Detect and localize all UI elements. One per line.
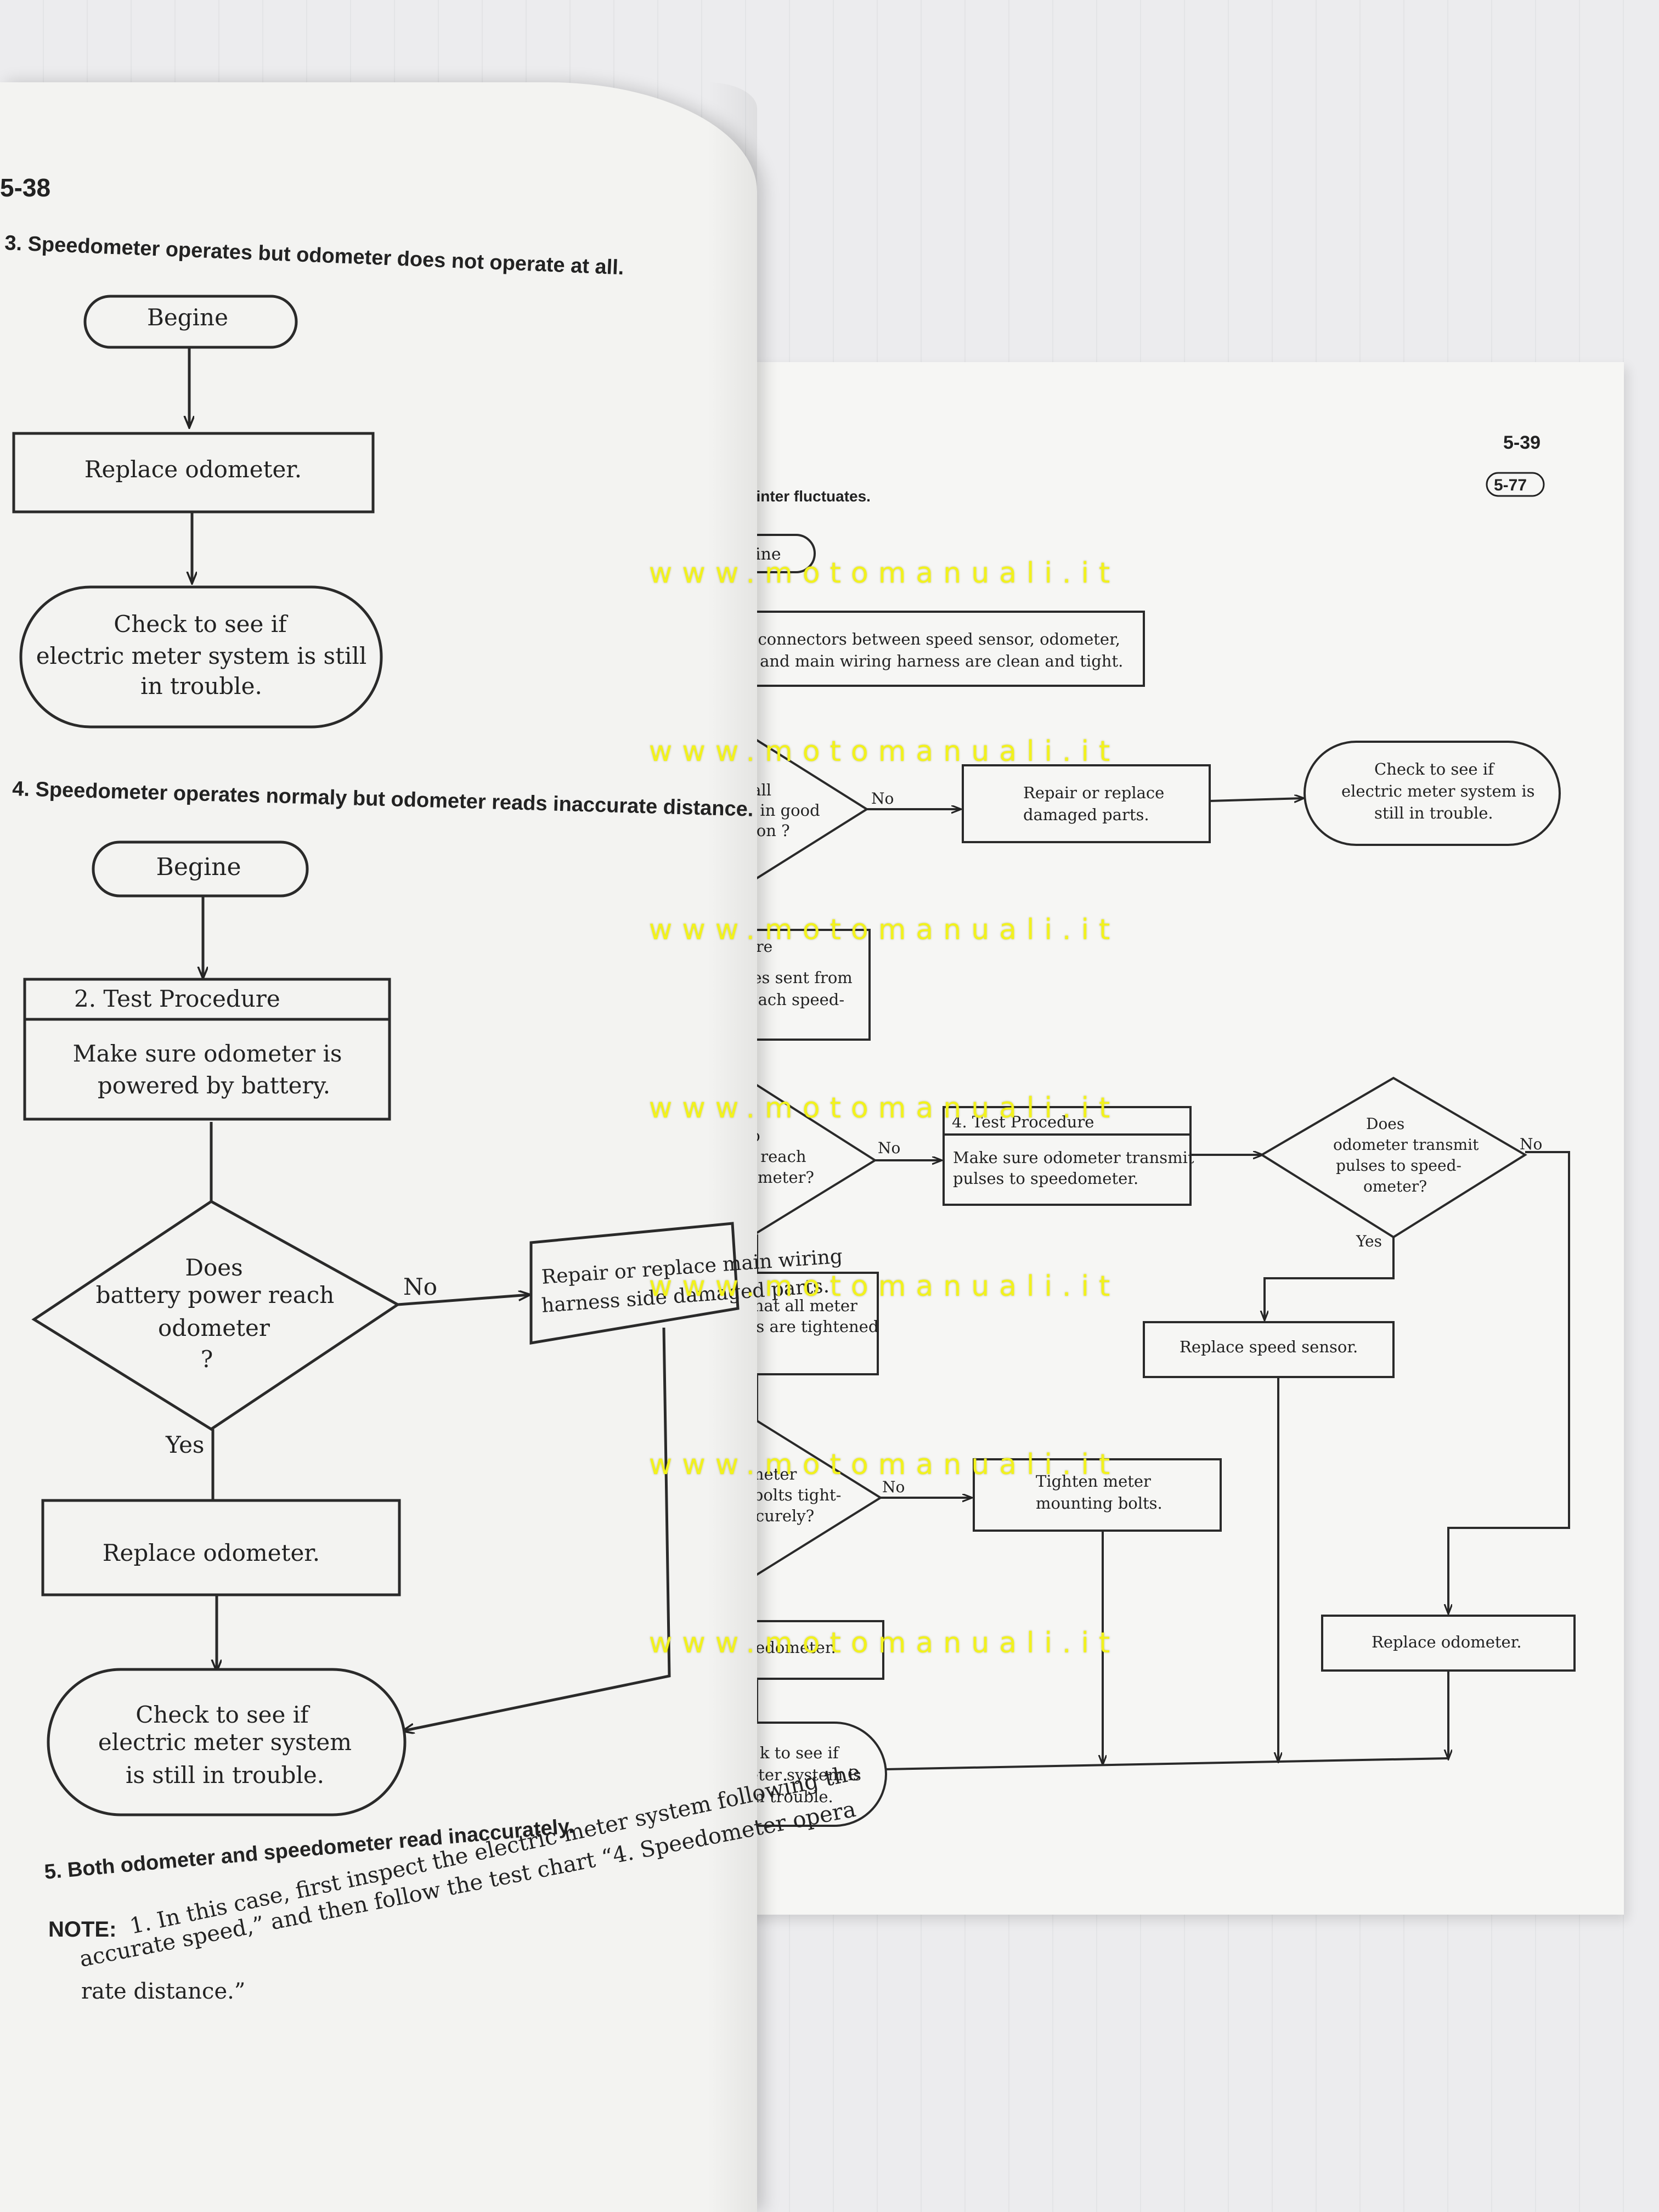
watermark-6: www.motomanuali.it bbox=[648, 1448, 1120, 1481]
s4-dec-line1: Does bbox=[185, 1254, 242, 1281]
s3-end-line1: Check to see if bbox=[114, 611, 289, 637]
right-dec3-line1: Does bbox=[1366, 1115, 1404, 1133]
right-tighten-line2: mounting bolts. bbox=[1036, 1494, 1163, 1513]
right-test4-title: 4. Test Procedure bbox=[952, 1113, 1094, 1131]
watermark-4: www.motomanuali.it bbox=[648, 1092, 1120, 1125]
s3-begin-label: Begine bbox=[147, 304, 228, 331]
right-dec3-line2: odometer transmit bbox=[1333, 1136, 1479, 1154]
right-box3-line1: that all meter bbox=[747, 1296, 857, 1315]
right-end-bottom-line3: n trouble. bbox=[754, 1787, 833, 1806]
right-replace-sensor-text: Replace speed sensor. bbox=[1180, 1338, 1358, 1356]
right-test4-line2: pulses to speedometer. bbox=[953, 1169, 1138, 1188]
right-no3-label: No bbox=[1520, 1135, 1542, 1153]
s4-test-title: 2. Test Procedure bbox=[74, 985, 280, 1012]
note-line2: accurate speed,” and then follow the tes… bbox=[77, 1797, 858, 1972]
right-no4-label: No bbox=[882, 1478, 905, 1496]
right-no1-label: No bbox=[871, 789, 894, 808]
s4-begin-label: Begine bbox=[156, 853, 241, 881]
right-yes3-label: Yes bbox=[1356, 1232, 1382, 1250]
right-end-top-line2: electric meter system is bbox=[1341, 782, 1535, 800]
s4-dec-line3: odometer bbox=[158, 1314, 270, 1341]
right-tighten-line1: Tighten meter bbox=[1036, 1472, 1151, 1491]
s3-end-line2: electric meter system is still bbox=[36, 642, 367, 669]
section3-heading: 3. Speedometer operates but odometer doe… bbox=[4, 232, 624, 279]
right-dec3-line3: pulses to speed- bbox=[1336, 1156, 1462, 1175]
s4-end-line3: is still in trouble. bbox=[126, 1762, 324, 1788]
right-replace-odo-text: Replace odometer. bbox=[1372, 1633, 1522, 1651]
note-label: NOTE: bbox=[48, 1917, 116, 1942]
left-page-number: 5-38 bbox=[0, 173, 50, 202]
right-box1-line1: e all connectors between speed sensor, o… bbox=[719, 630, 1120, 648]
s4-test-line1: Make sure odometer is bbox=[73, 1040, 342, 1067]
right-repair-line1: Repair or replace bbox=[1023, 783, 1164, 802]
s4-no-label: No bbox=[403, 1273, 437, 1300]
right-repair-line2: damaged parts. bbox=[1023, 805, 1149, 824]
watermark-3: www.motomanuali.it bbox=[648, 913, 1120, 946]
s4-end-line2: electric meter system bbox=[98, 1729, 352, 1756]
right-page-code: 5-77 bbox=[1494, 476, 1527, 494]
right-test4-line1: Make sure odometer transmit bbox=[953, 1148, 1194, 1167]
right-end-top-line3: still in trouble. bbox=[1374, 804, 1493, 822]
right-end-top-line1: Check to see if bbox=[1374, 760, 1495, 778]
right-box3-line2: olts are tightened bbox=[735, 1317, 878, 1336]
s4-replace-text: Replace odometer. bbox=[103, 1539, 320, 1566]
s3-end-line3: in trouble. bbox=[140, 673, 262, 699]
s4-dec-line2: battery power reach bbox=[96, 1282, 335, 1308]
note-line3: rate distance.” bbox=[81, 1979, 245, 2004]
section4-heading: 4. Speedometer operates normaly but odom… bbox=[12, 777, 754, 821]
right-end-bottom-line1: k to see if bbox=[760, 1743, 840, 1762]
watermark-1: www.motomanuali.it bbox=[648, 557, 1120, 590]
watermark-7: www.motomanuali.it bbox=[648, 1627, 1120, 1660]
page-curl-shade bbox=[708, 82, 757, 2212]
right-dec3-line4: ometer? bbox=[1363, 1177, 1427, 1195]
s4-yes-label: Yes bbox=[165, 1431, 205, 1458]
right-no2-label: No bbox=[878, 1139, 900, 1157]
s3-replace-text: Replace odometer. bbox=[84, 456, 302, 483]
watermark-2: www.motomanuali.it bbox=[648, 735, 1120, 768]
right-box1-line2: eter, and main wiring harness are clean … bbox=[719, 652, 1123, 670]
watermark-5: www.motomanuali.it bbox=[648, 1270, 1120, 1303]
right-end-bottom-line2: eter system is bbox=[749, 1765, 861, 1784]
right-replace-speedo-text: eedometer. bbox=[746, 1638, 836, 1657]
s4-end-line1: Check to see if bbox=[136, 1701, 311, 1728]
left-page bbox=[0, 82, 757, 2212]
right-page-number: 5-39 bbox=[1503, 432, 1541, 453]
s4-test-line2: powered by battery. bbox=[98, 1072, 330, 1099]
s4-dec-line4: ? bbox=[201, 1346, 213, 1373]
